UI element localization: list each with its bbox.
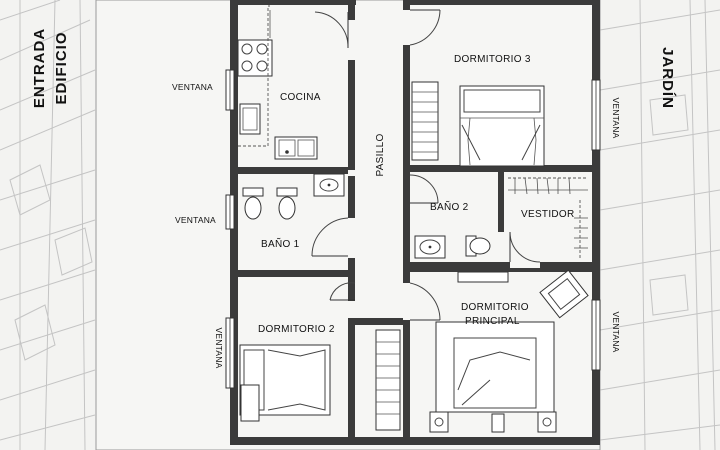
- bath2-fixtures: [414, 235, 491, 259]
- doors: [311, 9, 541, 321]
- label-entrance-2: EDIFICIO: [53, 31, 70, 104]
- label-master-2: PRINCIPAL: [465, 316, 520, 327]
- label-bath-2: BAÑO 2: [430, 200, 469, 213]
- label-hallway: PASILLO: [375, 133, 386, 176]
- label-bedroom-2: DORMITORIO 2: [258, 324, 335, 335]
- label-window-bedroom3: VENTANA: [611, 98, 621, 139]
- label-window-master: VENTANA: [611, 312, 621, 353]
- label-kitchen: COCINA: [280, 92, 321, 103]
- label-window-bedroom2: VENTANA: [214, 328, 224, 369]
- label-window-kitchen: VENTANA: [172, 82, 213, 92]
- master-fixtures: [429, 269, 589, 433]
- label-master-1: DORMITORIO: [461, 302, 529, 313]
- label-bedroom-3: DORMITORIO 3: [454, 54, 531, 65]
- bedroom2-fixtures: [239, 329, 401, 431]
- label-bath-1: BAÑO 1: [261, 237, 300, 250]
- bedroom3-fixtures: [411, 81, 545, 167]
- label-window-bath1: VENTANA: [175, 215, 216, 225]
- label-dressing: VESTIDOR: [521, 209, 575, 220]
- windows: [225, 69, 601, 389]
- label-garden: JARDÍN: [659, 47, 676, 109]
- kitchen-fixtures: [237, 5, 318, 160]
- bath1-fixtures: [242, 173, 345, 220]
- label-entrance: ENTRADA: [31, 28, 48, 108]
- labels: ENTRADA EDIFICIO JARDÍN COCINA DORMITORI…: [31, 28, 676, 369]
- dressing-fixtures: [508, 177, 588, 258]
